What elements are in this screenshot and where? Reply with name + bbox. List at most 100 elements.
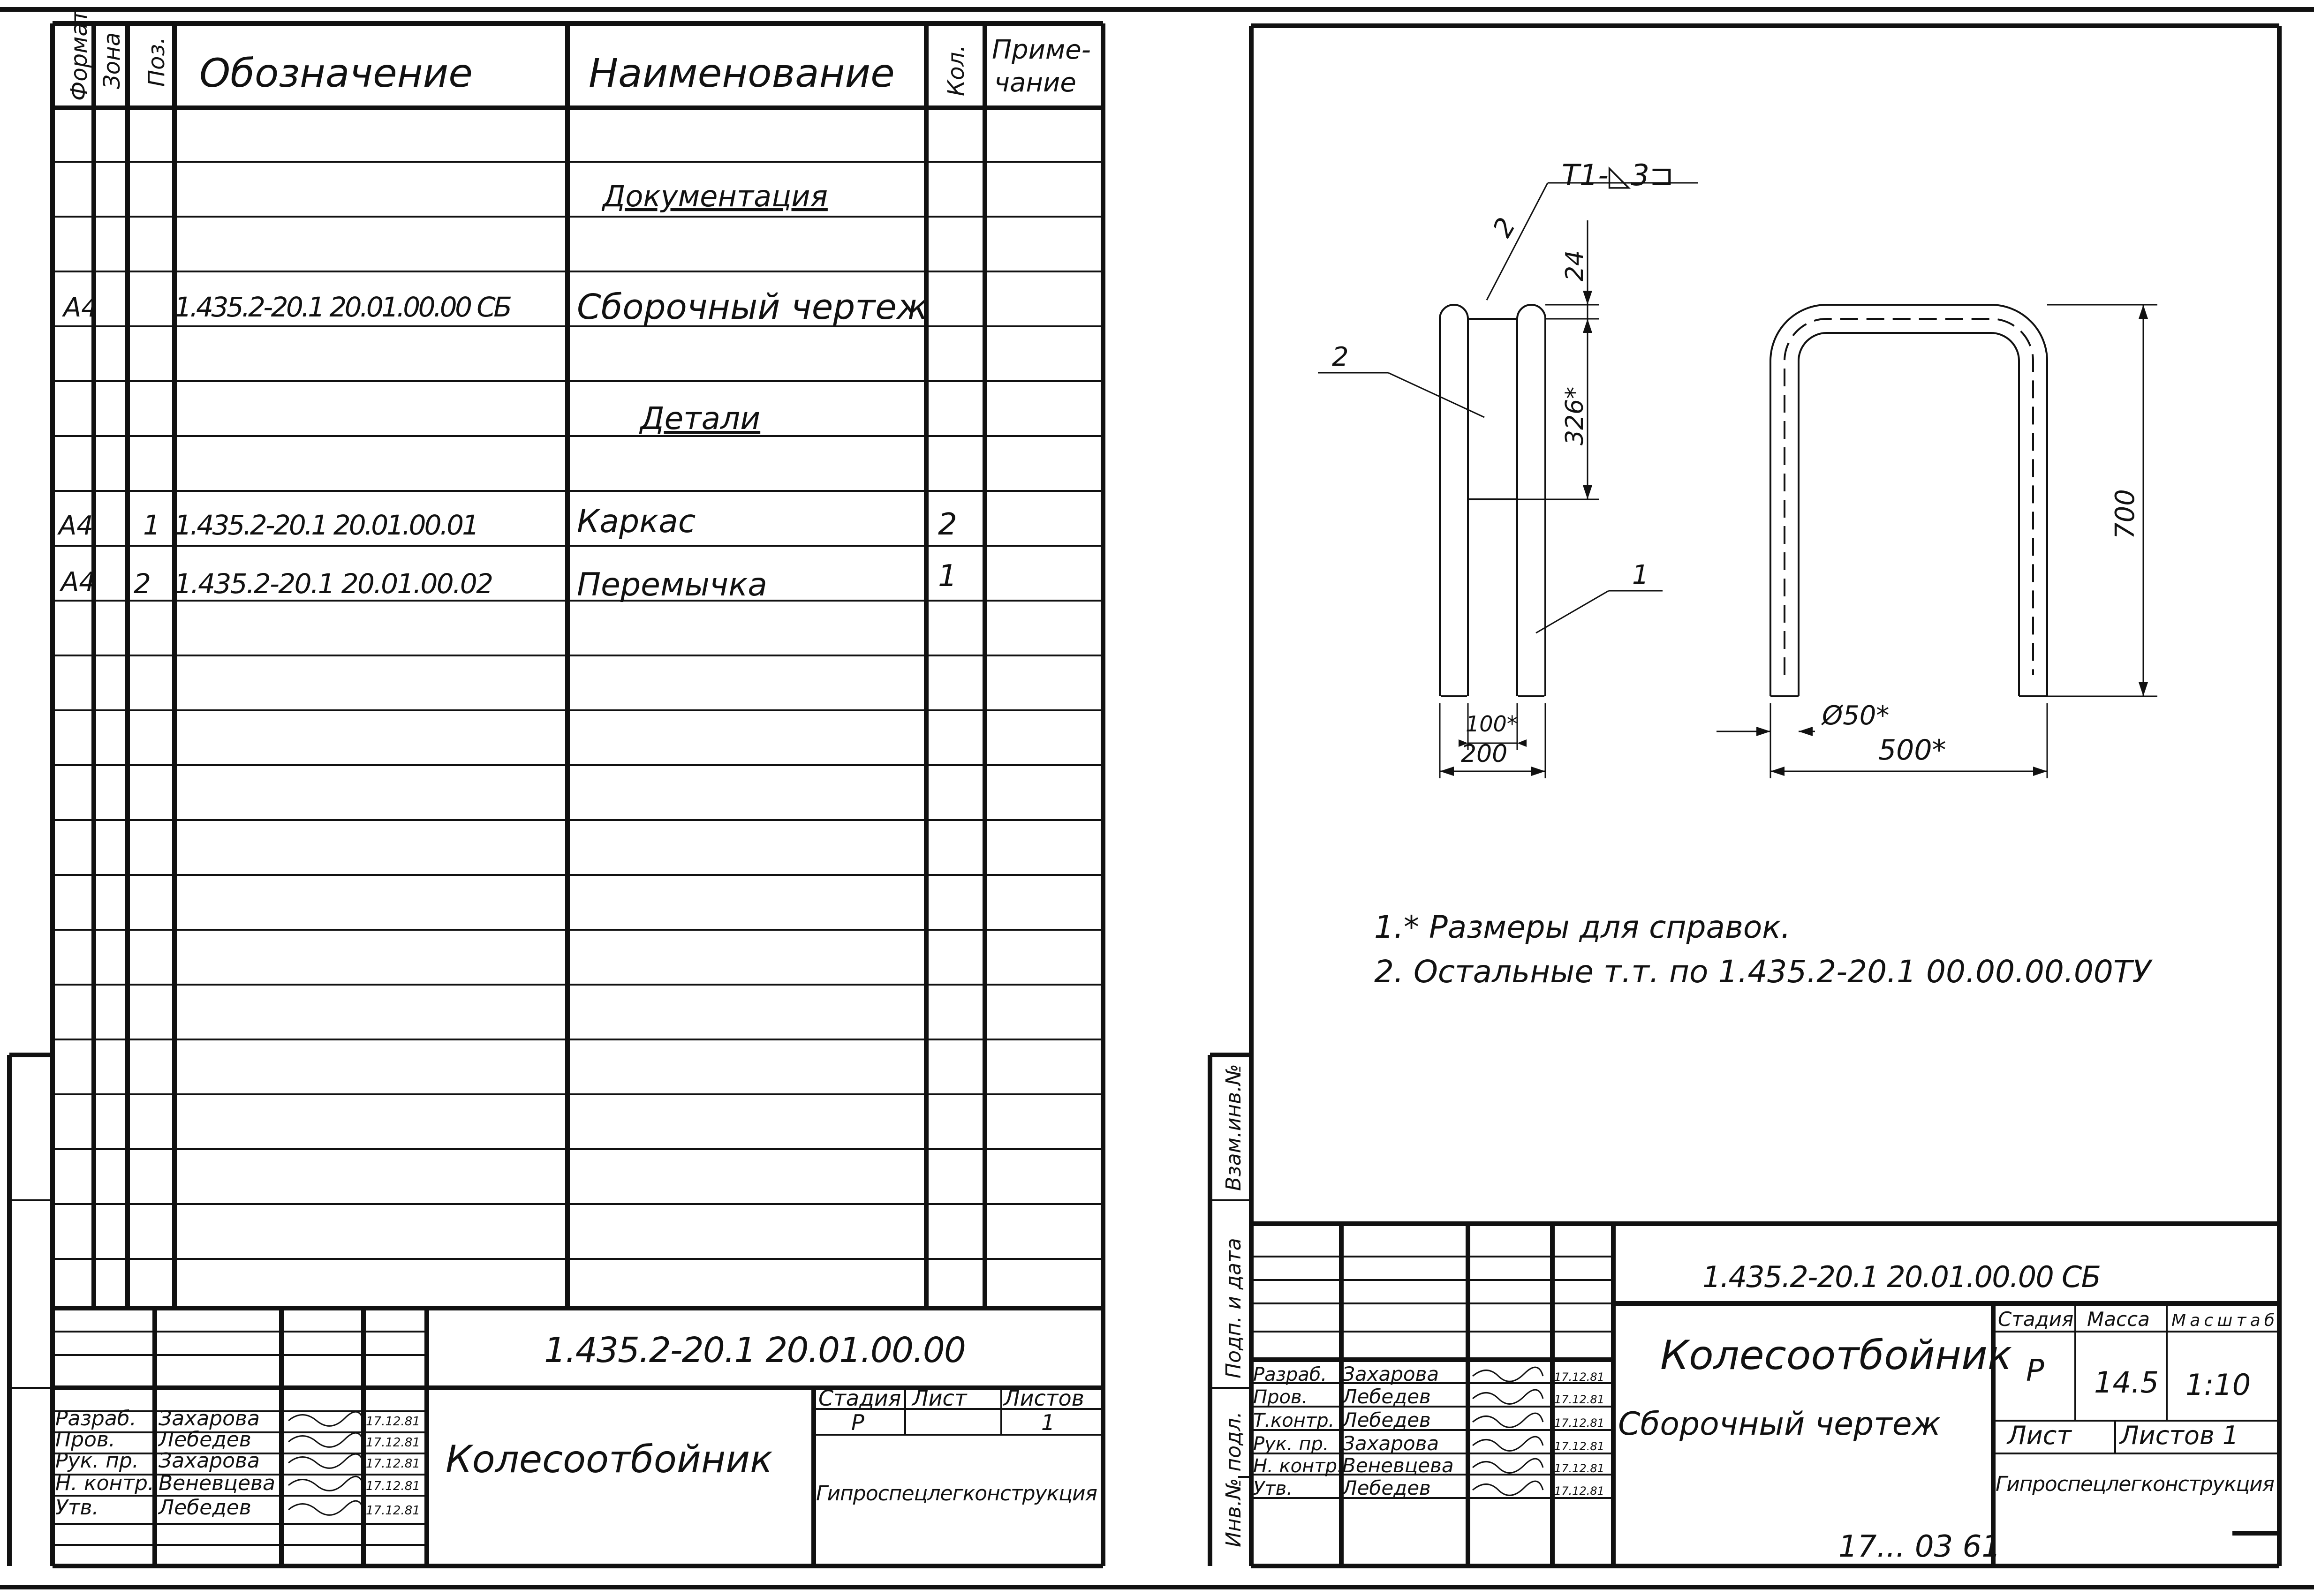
section-documentation: Документация (601, 179, 828, 213)
side-label-inv: Инв.№ подл. (1222, 1411, 1246, 1547)
dim-100: 100* (1466, 711, 1518, 737)
weld-mark: Т1-◺3⊐ (1562, 158, 1674, 192)
row0-format: А4 (62, 293, 98, 323)
dwg-tb-scale-label: Масштаб (2171, 1311, 2275, 1330)
signature (1472, 1480, 1544, 1496)
dwg-person-role: Утв. (1253, 1478, 1293, 1499)
col-qty-header: Кол. (943, 45, 969, 96)
spec-person-date: 17.12.81 (366, 1457, 420, 1471)
spec-person-name: Захарова (159, 1449, 260, 1473)
signature (288, 1411, 364, 1427)
spec-person-role: Рук. пр. (55, 1449, 139, 1473)
spec-tb-stage: Р (851, 1410, 864, 1435)
col-note-header-1: Приме- (992, 35, 1091, 65)
col-name-header: Наименование (589, 50, 895, 96)
specification-sheet (7, 21, 1105, 1568)
col-designation-header: Обозначение (199, 50, 473, 96)
assembly-sheet (1208, 23, 2282, 1568)
note-1: 1.* Размеры для справок. (1374, 909, 1791, 945)
spec-person-name: Веневцева (159, 1471, 275, 1495)
spec-person-date: 17.12.81 (366, 1479, 420, 1493)
signature (288, 1476, 364, 1491)
dwg-person-date: 17.12.81 (1554, 1484, 1604, 1498)
side-label-sign: Подп. и дата (1222, 1238, 1246, 1378)
section-details: Детали (639, 400, 760, 437)
drawing-title-block (1251, 1221, 2279, 1566)
leader-label-pos2: 2 (1332, 342, 1349, 372)
signature (288, 1500, 364, 1516)
dwg-tb-stage: Р (2026, 1354, 2044, 1388)
side-label-replace: Взам.инв.№ (1222, 1064, 1246, 1191)
signature (1472, 1458, 1544, 1474)
dwg-tb-scale: 1:10 (2185, 1368, 2251, 1402)
dwg-tb-mass-label: Масса (2087, 1308, 2150, 1331)
dim-500: 500* (1878, 734, 1946, 767)
row2-designation: 1.435.2-20.1 20.01.00.02 (174, 568, 493, 600)
part-side-view (1439, 304, 1546, 697)
signature (1472, 1436, 1544, 1452)
spec-title-block (53, 1308, 1103, 1566)
row1-pos: 1 (143, 509, 160, 541)
leader-label-weld: 2 (1487, 213, 1522, 242)
spec-person-role: Пров. (55, 1428, 115, 1452)
dwg-person-role: Разраб. (1253, 1364, 1327, 1385)
spec-tb-sheets: 1 (1041, 1410, 1055, 1435)
spec-tb-designation: 1.435.2-20.1 20.01.00.00 (544, 1330, 966, 1370)
row0-name: Сборочный чертеж (577, 287, 928, 327)
dwg-person-name: Веневцева (1342, 1454, 1454, 1477)
signature (288, 1432, 364, 1448)
spec-person-role: Утв. (55, 1496, 98, 1520)
row2-qty: 1 (938, 559, 957, 594)
dwg-person-date: 17.12.81 (1554, 1370, 1604, 1384)
dwg-person-date: 17.12.81 (1554, 1393, 1604, 1406)
spec-tb-title: Колесоотбойник (446, 1438, 772, 1481)
spec-tb-stage-label: Стадия (818, 1385, 901, 1411)
dwg-tb-sheets-label: Листов 1 (2119, 1421, 2238, 1450)
row2-format: А4 (60, 567, 96, 597)
signature (1472, 1412, 1544, 1428)
row1-name: Каркас (577, 503, 696, 540)
dwg-tb-designation: 1.435.2-20.1 20.01.00.00 СБ (1702, 1260, 2101, 1294)
dwg-person-name: Захарова (1342, 1363, 1439, 1385)
spec-tb-org: Гипроспецлегконструкция (816, 1482, 1097, 1506)
dim-326: 326* (1561, 387, 1589, 445)
spec-person-role: Разраб. (55, 1407, 136, 1430)
spec-person-date: 17.12.81 (366, 1436, 420, 1450)
side-view-dimensions (1318, 182, 1698, 778)
spec-person-name: Захарова (159, 1407, 260, 1430)
row1-designation: 1.435.2-20.1 20.01.00.01 (174, 509, 479, 541)
dwg-person-date: 17.12.81 (1554, 1416, 1604, 1430)
dwg-person-role: Н. контр. (1253, 1455, 1343, 1477)
spec-person-date: 17.12.81 (366, 1415, 420, 1429)
dwg-tb-org: Гипроспецлегконструкция (1996, 1472, 2275, 1496)
dwg-tb-stage-label: Стадия (1998, 1308, 2073, 1331)
dwg-person-date: 17.12.81 (1554, 1440, 1604, 1453)
row2-pos: 2 (134, 568, 151, 600)
col-note-header-2: чание (994, 68, 1076, 98)
dwg-person-name: Лебедев (1341, 1476, 1431, 1499)
signature (288, 1453, 364, 1469)
stamp-number: 17... 03 61 (1838, 1529, 2001, 1564)
part-front-view (1770, 304, 2048, 697)
col-format-header: Формат (66, 8, 92, 101)
spec-person-name: Лебедев (158, 1428, 251, 1452)
spec-tb-sheet-label: Лист (911, 1385, 968, 1411)
dwg-person-role: Пров. (1253, 1386, 1308, 1408)
dwg-tb-title: Колесоотбойник (1660, 1332, 2012, 1379)
spec-person-date: 17.12.81 (366, 1504, 420, 1518)
note-2: 2. Остальные т.т. по 1.435.2-20.1 00.00.… (1374, 954, 2153, 990)
col-zone-header: Зона (99, 32, 125, 89)
col-pos-header: Поз. (144, 37, 170, 87)
leader-label-pos1: 1 (1632, 560, 1649, 590)
dwg-person-name: Лебедев (1341, 1385, 1431, 1408)
front-view-dimensions (1717, 304, 2157, 778)
spec-tb-sheets-label: Листов (1003, 1385, 1084, 1411)
dwg-person-name: Захарова (1342, 1432, 1439, 1455)
dim-200: 200 (1461, 740, 1507, 768)
spec-person-name: Лебедев (158, 1496, 251, 1520)
row1-format: А4 (57, 511, 93, 541)
row2-name: Перемычка (577, 566, 767, 603)
dwg-tb-sheet-label: Лист (2006, 1421, 2072, 1450)
dwg-tb-subtitle: Сборочный чертеж (1618, 1406, 1941, 1443)
